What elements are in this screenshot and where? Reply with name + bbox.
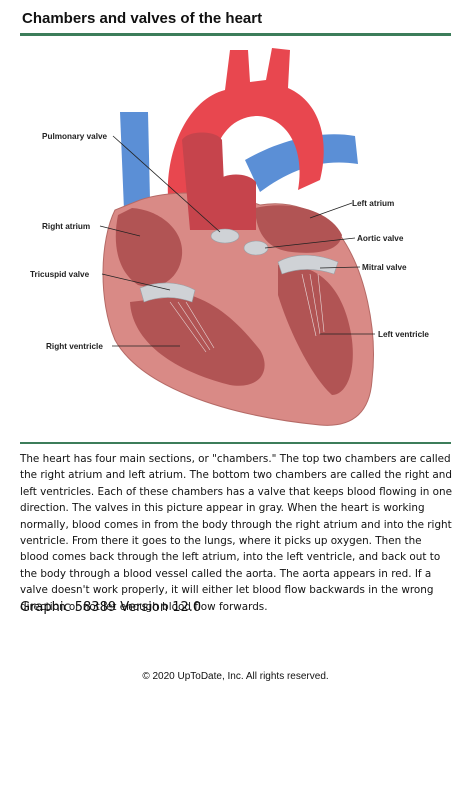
graphic-id: Graphic 58389 Version 12.0 (20, 600, 202, 615)
page-title: Chambers and valves of the heart (22, 10, 263, 27)
label-left-ventricle: Left ventricle (378, 330, 429, 339)
chordae-tendineae (169, 273, 325, 353)
label-right-ventricle: Right ventricle (46, 342, 103, 351)
title-divider (20, 33, 451, 36)
label-left-atrium: Left atrium (352, 199, 394, 208)
figure-divider (20, 442, 451, 444)
figure-description: The heart has four main sections, or "ch… (20, 453, 452, 613)
heart-diagram: Pulmonary valve Right atrium Tricuspid v… (30, 48, 429, 426)
pulmonary-trunk (216, 174, 256, 230)
label-mitral-valve: Mitral valve (362, 263, 407, 272)
heart-illustration: Pulmonary valve Right atrium Tricuspid v… (20, 40, 451, 440)
pulmonary-valve-shape (210, 228, 240, 244)
label-right-atrium: Right atrium (42, 222, 90, 231)
label-tricuspid-valve: Tricuspid valve (30, 270, 90, 279)
superior-vena-cava (120, 112, 150, 210)
right-atrium-chamber (115, 208, 183, 287)
aortic-valve-shape (243, 240, 269, 256)
label-pulmonary-valve: Pulmonary valve (42, 132, 108, 141)
tricuspid-valve-shape (139, 282, 196, 303)
copyright-notice: © 2020 UpToDate, Inc. All rights reserve… (142, 671, 329, 682)
leader-lines (99, 135, 375, 347)
left-ventricle-chamber (278, 264, 353, 395)
label-aortic-valve: Aortic valve (357, 234, 404, 243)
left-atrium-chamber (255, 205, 342, 253)
aorta-root (182, 132, 226, 230)
